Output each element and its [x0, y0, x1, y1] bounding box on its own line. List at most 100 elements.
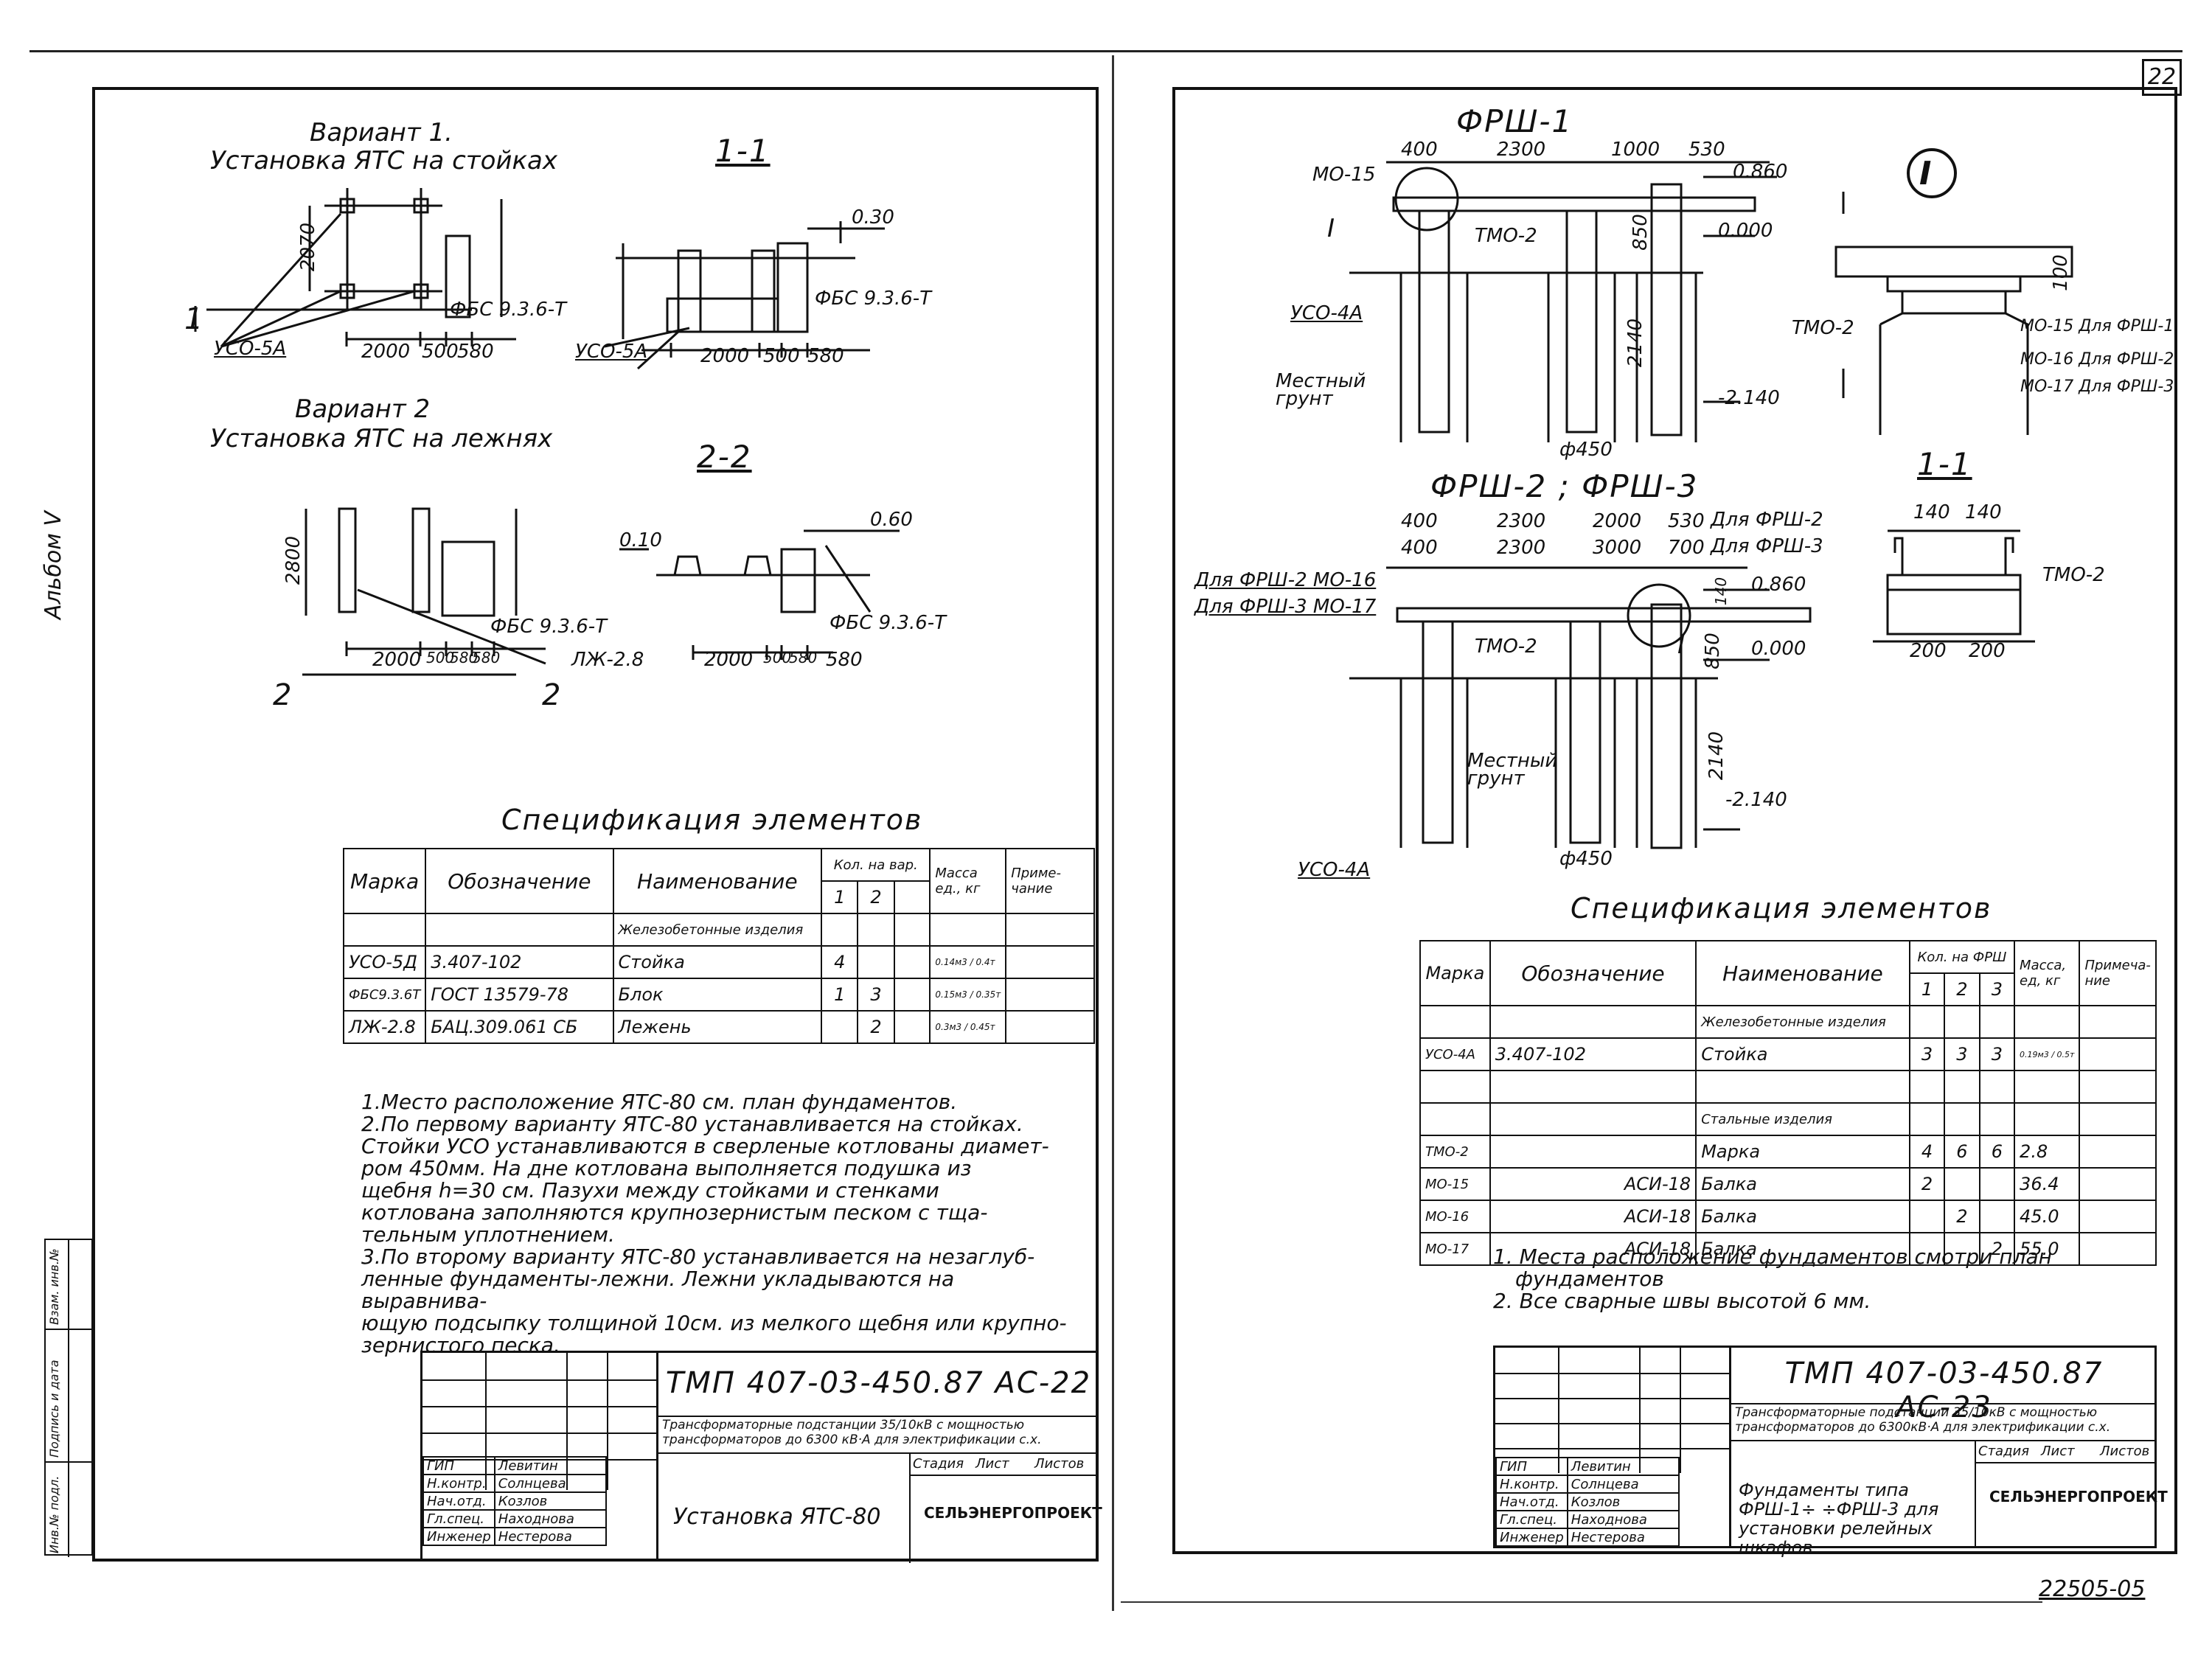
cell-q1: 2: [1908, 1167, 1946, 1201]
level-060: 0.60: [870, 509, 913, 531]
left-stamp-sheet: Лист: [975, 1456, 1009, 1472]
dim-580-d: 580: [472, 649, 501, 666]
cell-q2: 3: [857, 978, 895, 1012]
note-line: 1.Место расположение ЯТС-80 см. план фун…: [361, 1090, 958, 1114]
variant2-title: Вариант 2: [295, 394, 431, 424]
cell-q2: 2: [857, 1010, 895, 1044]
label-section-mark-2b: 2: [542, 678, 561, 712]
right-spec-h-q3: 3: [1978, 972, 2016, 1006]
cell-q3: [1978, 1200, 2016, 1233]
top-rule: [29, 50, 2183, 52]
right-stamp-sheets: Листов: [2100, 1444, 2150, 1459]
cell-mark: УСО-4А: [1419, 1037, 1491, 1071]
cell-mass: 0.14м3 / 0.4т: [929, 945, 1007, 979]
variant1-title: Вариант 1.: [310, 118, 453, 147]
cell-q3: [1978, 1167, 2016, 1201]
note-line: 1. Места расположение фундаментов смотри…: [1493, 1244, 2052, 1269]
cell-mass: 0.15м3 / 0.35т: [929, 978, 1007, 1012]
dim-2000-a: 2000: [361, 341, 411, 363]
legend-mo15: МО-15 Для ФРШ-1: [2020, 317, 2174, 335]
right-stamp: ТМП 407-03-450.87 АС-23 Трансформаторные…: [1493, 1346, 2168, 1557]
right-spec-group2: Стальные изделия: [1695, 1102, 1910, 1136]
label-uso5a: УСО-5А: [214, 338, 287, 360]
cell-name: Блок: [612, 978, 823, 1012]
label-ground-b: Местный грунт: [1467, 750, 1558, 790]
cell-name: Балка: [1695, 1200, 1910, 1233]
variant2-subtitle: Установка ЯТС на лежнях: [210, 424, 553, 453]
cell-name: Балка: [1695, 1167, 1910, 1201]
dim-3000: 3000: [1593, 537, 1642, 559]
table-row: МО-15 АСИ-18 Балка 2 36.4: [1419, 1167, 2157, 1201]
dim-2140-b: 2140: [1705, 731, 1728, 781]
left-spec-table: Марка Обозначение Наименование Кол. на в…: [342, 848, 1095, 1044]
cell-mark: МО-16: [1419, 1200, 1491, 1233]
right-spec-h-qty: Кол. на ФРШ: [1908, 940, 2016, 974]
side-stamp: Инв.№ подл. Подпись и дата Взам. инв.№: [44, 1239, 94, 1557]
dim-450-b: ф450: [1559, 848, 1613, 870]
note-line: 3.По второму варианту ЯТС-80 устанавлива…: [361, 1244, 1035, 1269]
cell-name: Стойка: [1695, 1037, 1910, 1071]
cell-mass: 0.19м3 / 0.5т: [2014, 1037, 2081, 1071]
dim-700: 700: [1668, 537, 1705, 559]
left-spec-h-q2: 2: [857, 880, 895, 914]
table-row: МО-16 АСИ-18 Балка 2 45.0: [1419, 1200, 2157, 1233]
level-m2140-b: -2.140: [1725, 789, 1787, 811]
cell-q2: 6: [1944, 1135, 1980, 1169]
legend-mo17: МО-17 Для ФРШ-3: [2020, 377, 2174, 396]
cell-q1: 4: [821, 945, 859, 979]
label-section-mark-2a: 2: [273, 678, 292, 712]
level-010: 0.10: [619, 529, 662, 551]
sheet-divider: [1112, 55, 1114, 1611]
dim-500-d: 500: [763, 649, 792, 666]
note-line: 2.По первому варианту ЯТС-80 устанавлива…: [361, 1112, 1023, 1136]
left-spec-h-designation: Обозначение: [425, 848, 614, 914]
cell-q1: [1908, 1232, 1946, 1266]
table-row: МО-17 АСИ-18 Балка 2 55.0: [1419, 1232, 2157, 1266]
right-spec-h-designation: Обозначение: [1489, 940, 1697, 1006]
dim-2000-e: 2000: [1593, 510, 1642, 532]
right-spec-h-mark: Марка: [1419, 940, 1491, 1006]
right-spec-table: Марка Обозначение Наименование Кол. на Ф…: [1419, 940, 2157, 1266]
label-section-mark-1: 1: [184, 302, 204, 336]
left-notes: 1.Место расположение ЯТС-80 см. план фун…: [361, 1091, 1084, 1357]
label-for-frsh2-mo16: Для ФРШ-2 МО-16: [1194, 569, 1377, 591]
table-row: ЛЖ-2.8 БАЦ.309.061 СБ Лежень 2 0.3м3 / 0…: [342, 1010, 1095, 1044]
cell-q3: 6: [1978, 1135, 2016, 1169]
left-stamp-title: Установка ЯТС-80: [673, 1504, 881, 1530]
cell-designation: АСИ-18: [1489, 1167, 1697, 1201]
cell-name: Марка: [1695, 1135, 1910, 1169]
legend-mo16: МО-16 Для ФРШ-2: [2020, 350, 2174, 369]
right-notes: 1. Места расположение фундаментов смотри…: [1493, 1246, 2142, 1312]
section-1-1-right: 1-1: [1917, 446, 1972, 482]
dim-200-a: 200: [1910, 640, 1947, 662]
left-stamp-code: ТМП 407-03-450.87 АС-22: [665, 1366, 1092, 1400]
left-spec-group: Железобетонные изделия: [612, 913, 823, 947]
right-spec-h-q2: 2: [1944, 972, 1980, 1006]
right-spec-h-note: Примеча- ние: [2079, 940, 2157, 1006]
label-for-frsh3: Для ФРШ-3: [1711, 535, 1823, 557]
left-stamp-project: Трансформаторные подстанции 35/10кВ с мо…: [662, 1418, 1042, 1447]
dim-100: 100: [2049, 254, 2072, 291]
right-stamp-stage: Стадия: [1978, 1444, 2030, 1459]
label-tmo2-c: ТМО-2: [1475, 636, 1537, 658]
node-i-marker: I: [1919, 155, 1933, 192]
cell-name: Балка: [1695, 1232, 1910, 1266]
right-spec-h-name: Наименование: [1695, 940, 1910, 1006]
cell-q2: [857, 945, 895, 979]
right-stamp-title: Фундаменты типа ФРШ-1÷ ÷ФРШ-3 для устано…: [1739, 1480, 1939, 1558]
cell-designation: [1489, 1135, 1697, 1169]
dim-530-a: 530: [1688, 139, 1725, 161]
label-fbs-a: ФБС 9.3.6-Т: [450, 299, 567, 321]
dim-1000-a: 1000: [1611, 139, 1660, 161]
table-row: ФБС9.3.6Т ГОСТ 13579-78 Блок 1 3 0.15м3 …: [342, 978, 1095, 1012]
page-number: 22: [2142, 59, 2182, 96]
cell-mass: 36.4: [2014, 1167, 2081, 1201]
label-node-i-a: I: [1327, 214, 1335, 243]
cell-q1: 3: [1908, 1037, 1946, 1071]
dim-850-a: 850: [1629, 214, 1652, 251]
left-stamp-stage: Стадия: [913, 1456, 964, 1472]
cell-name: Лежень: [612, 1010, 823, 1044]
label-lzh: ЛЖ-2.8: [571, 649, 644, 671]
